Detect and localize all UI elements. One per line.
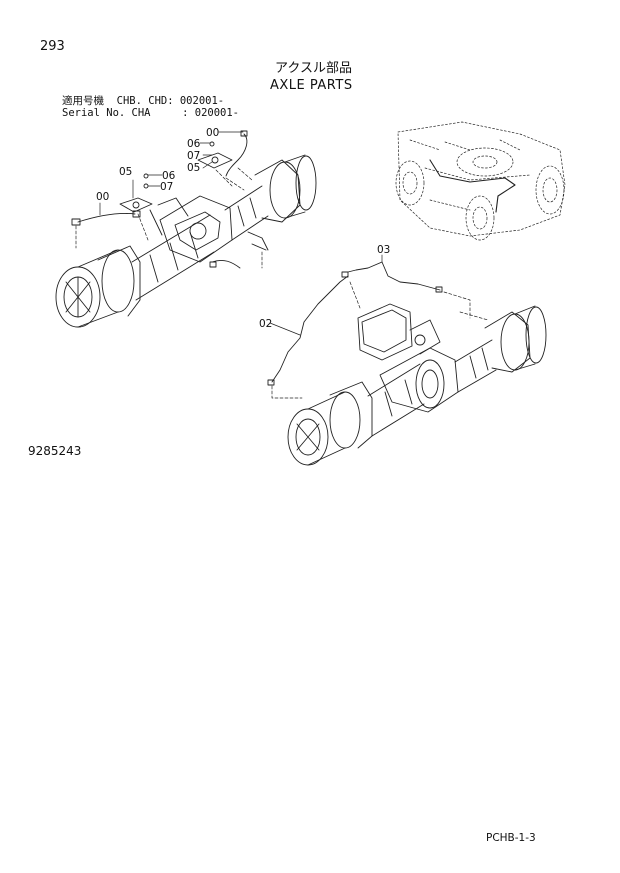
leader-lines-front <box>75 167 263 269</box>
callout-03: 03 <box>377 244 390 256</box>
machine-outline <box>395 121 566 241</box>
callout-06-upper: 06 <box>187 138 201 150</box>
callout-07-left: 07 <box>160 181 173 193</box>
callout-02: 02 <box>259 318 272 330</box>
callout-leaders <box>99 131 383 336</box>
callout-00-left: 00 <box>96 191 109 203</box>
hose-highlight <box>429 159 516 213</box>
callout-05-left: 05 <box>119 166 132 178</box>
page-code: PCHB-1-3 <box>486 832 536 844</box>
drawing-number: 9285243 <box>28 444 82 458</box>
callout-05-upper: 05 <box>187 162 200 174</box>
front-axle-assembly <box>55 130 317 328</box>
callout-06-left: 06 <box>162 170 176 182</box>
leader-lines-rear <box>271 281 489 399</box>
page-title-japanese: アクスル部品 <box>275 61 352 76</box>
page-number: 293 <box>40 39 65 54</box>
applicable-serial-japanese: 適用号機 CHB. CHD: 002001- <box>62 95 225 107</box>
callout-00-upper: 00 <box>206 127 219 139</box>
page-title: AXLE PARTS <box>270 78 353 93</box>
rear-axle-assembly <box>267 261 547 466</box>
applicable-serial: Serial No. CHA : 020001- <box>62 107 240 119</box>
callout-07-upper: 07 <box>187 150 200 162</box>
